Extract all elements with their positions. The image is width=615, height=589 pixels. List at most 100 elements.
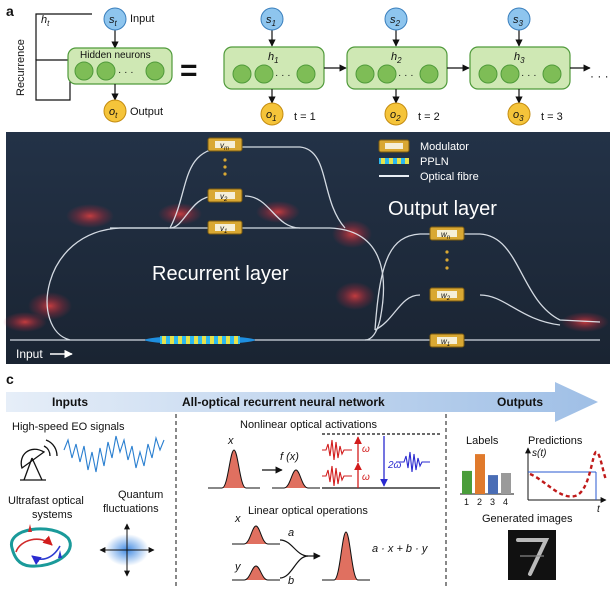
bar-tick-2: 2 [477, 497, 482, 507]
predictions-plot [525, 447, 608, 503]
panel-a: a Recurrence ht st Input Hidden neurons … [6, 3, 609, 126]
svg-text:h1: h1 [268, 51, 279, 65]
blue-wavepacket [396, 451, 430, 473]
header-outputs: Outputs [497, 395, 543, 409]
recurrence-label: Recurrence [15, 39, 27, 96]
red-wavepacket-2 [322, 465, 352, 487]
ultrafast-systems-icon [10, 524, 72, 568]
label-bar-3 [488, 475, 498, 494]
svg-text:v2: v2 [220, 192, 228, 203]
ultrafast-label-1: Ultrafast optical [8, 495, 84, 507]
svg-text:w1: w1 [441, 337, 450, 348]
svg-text:· · ·: · · · [398, 70, 414, 81]
flow-arrow-band [6, 382, 598, 422]
label-bar-4 [501, 473, 511, 494]
modulator-wn: wn [429, 226, 465, 241]
quantum-label-2: fluctuations [103, 503, 159, 515]
output-label-a: Output [130, 106, 163, 118]
step-3: s3 h3 · · · o3 t = 3 [469, 7, 571, 126]
svg-text:h3: h3 [514, 51, 525, 65]
two-omega-label: 2ω [387, 460, 402, 471]
panel-c-label: c [6, 371, 14, 387]
hs-eo-label: High-speed EO signals [12, 421, 125, 433]
bar-tick-3: 3 [490, 497, 495, 507]
red-wavepacket-1 [322, 439, 352, 461]
legend-modulator: Modulator [420, 141, 469, 153]
st-label: s(t) [532, 448, 546, 459]
quantum-label-1: Quantum [118, 489, 163, 501]
label-bar-2 [475, 454, 485, 494]
x-label-lin: x [234, 513, 241, 525]
modulator-w2: w2 [429, 287, 465, 302]
legend-ppln: PPLN [420, 156, 449, 168]
linear-output-pulse [322, 531, 370, 581]
svg-text:w2: w2 [441, 291, 451, 302]
panel-b: b [3, 129, 610, 364]
svg-text:o1: o1 [266, 109, 277, 123]
y-label: y [234, 561, 242, 573]
s-t-label: st [109, 14, 118, 28]
svg-text:o3: o3 [513, 109, 524, 123]
step-1: s1 h1 · · · o1 t = 1 [223, 7, 325, 126]
input-label-a: Input [130, 13, 154, 25]
input-pulse-x [208, 449, 260, 489]
svg-text:t = 1: t = 1 [294, 111, 316, 123]
linear-pulse-x [232, 525, 280, 545]
svg-text:t = 3: t = 3 [541, 111, 563, 123]
linear-pulse-y [232, 565, 280, 581]
neuron-dots: · · · [118, 67, 134, 78]
svg-text:s2: s2 [390, 14, 401, 28]
b-label: b [288, 575, 294, 587]
panel-c: c Inputs All-optical recurrent neural ne… [6, 371, 608, 589]
input-label-b: Input [16, 347, 43, 361]
ultrafast-label-2: systems [32, 509, 73, 521]
o-t-label: ot [109, 106, 118, 120]
modulator-vm: vm [207, 137, 243, 152]
header-middle: All-optical recurrent neural network [182, 395, 385, 409]
svg-text:t = 2: t = 2 [418, 111, 440, 123]
omega-label-1: ω [362, 444, 370, 455]
lin-out-label: a · x + b · y [372, 543, 429, 555]
modulator-v1: v1 [207, 220, 243, 235]
legend-fibre: Optical fibre [420, 171, 479, 183]
label-bar-1 [462, 470, 472, 494]
legend-b: Modulator PPLN Optical fibre [378, 139, 479, 183]
input-node-st [103, 7, 127, 31]
ppln-stripes [160, 336, 240, 344]
generated-images-label: Generated images [482, 513, 573, 525]
svg-text:vm: vm [220, 141, 229, 152]
svg-text:o2: o2 [390, 109, 401, 123]
header-inputs: Inputs [52, 395, 88, 409]
output-node-ot [103, 99, 127, 123]
svg-text:v1: v1 [220, 224, 227, 235]
linear-label: Linear optical operations [248, 505, 368, 517]
t-axis-label: t [597, 504, 601, 515]
a-label: a [288, 527, 294, 539]
bar-tick-1: 1 [464, 497, 469, 507]
output-pulse-fx [272, 469, 320, 489]
svg-text:· · ·: · · · [521, 70, 537, 81]
nonlinear-label: Nonlinear optical activations [240, 419, 377, 431]
eo-signal-wave [63, 435, 165, 473]
recurrent-layer-label: Recurrent layer [152, 263, 289, 285]
labels-title: Labels [466, 435, 499, 447]
modulator-w1: w1 [429, 333, 465, 348]
quantum-fluctuations-icon [99, 523, 155, 577]
svg-text:· · ·: · · · [275, 70, 291, 81]
step-2: s2 h2 · · · o2 t = 2 [346, 7, 448, 126]
h-t-label: ht [41, 14, 50, 28]
svg-text:s3: s3 [513, 14, 524, 28]
generated-digit-image [508, 530, 556, 580]
output-layer-label: Output layer [388, 198, 497, 220]
hidden-neurons-label: Hidden neurons [80, 50, 151, 61]
svg-text:h2: h2 [391, 51, 402, 65]
modulator-v2: v2 [207, 188, 243, 203]
photonic-board [6, 132, 610, 364]
omega-label-2: ω [362, 472, 370, 483]
hidden-neurons-box [67, 47, 173, 85]
bar-tick-4: 4 [503, 497, 508, 507]
fx-label: f (x) [280, 451, 299, 463]
svg-text:s1: s1 [266, 14, 276, 28]
